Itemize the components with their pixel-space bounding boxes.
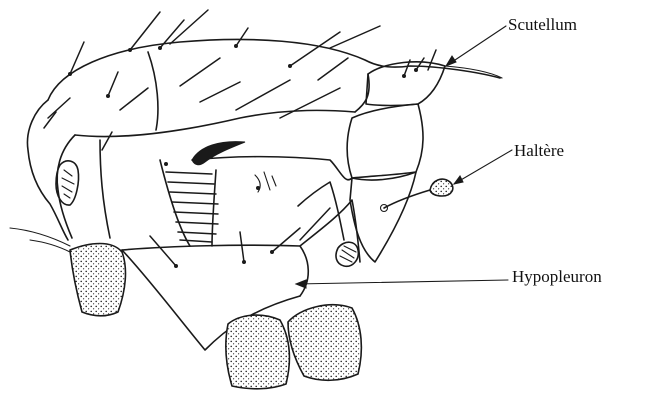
anterior-spiracle (56, 161, 79, 205)
posterior-spiracle-hatch (340, 246, 356, 262)
notopleural-line (148, 52, 158, 130)
dorsal-setae (44, 10, 436, 266)
scutellum-arrow (446, 26, 506, 66)
mid-coxa (226, 315, 289, 389)
label-hypopleuron: Hypopleuron (512, 268, 602, 285)
fore-leg-stub (10, 228, 70, 246)
haltere-arrow (454, 150, 512, 184)
fore-leg-stub-2 (30, 240, 70, 252)
postnotum (347, 104, 423, 178)
metapleuron (350, 172, 416, 262)
prothorax-outline (27, 100, 68, 240)
halter-knob (430, 179, 453, 196)
scutum-ventral-edge (75, 110, 355, 136)
label-scutellum: Scutellum (508, 16, 577, 33)
wing-base-sclerite (192, 142, 245, 165)
spiracle-hatch (62, 170, 74, 198)
hypopleuron-arrow (296, 280, 508, 288)
hind-coxa (288, 305, 361, 380)
scutellum-outline (366, 62, 445, 106)
sternopleuron-outline (122, 245, 308, 296)
mesopleuron-outline (100, 140, 110, 238)
meron-line (298, 182, 344, 240)
label-haltere: Haltère (514, 142, 564, 159)
fore-coxa (70, 244, 125, 316)
posterior-spiracle (336, 242, 358, 266)
